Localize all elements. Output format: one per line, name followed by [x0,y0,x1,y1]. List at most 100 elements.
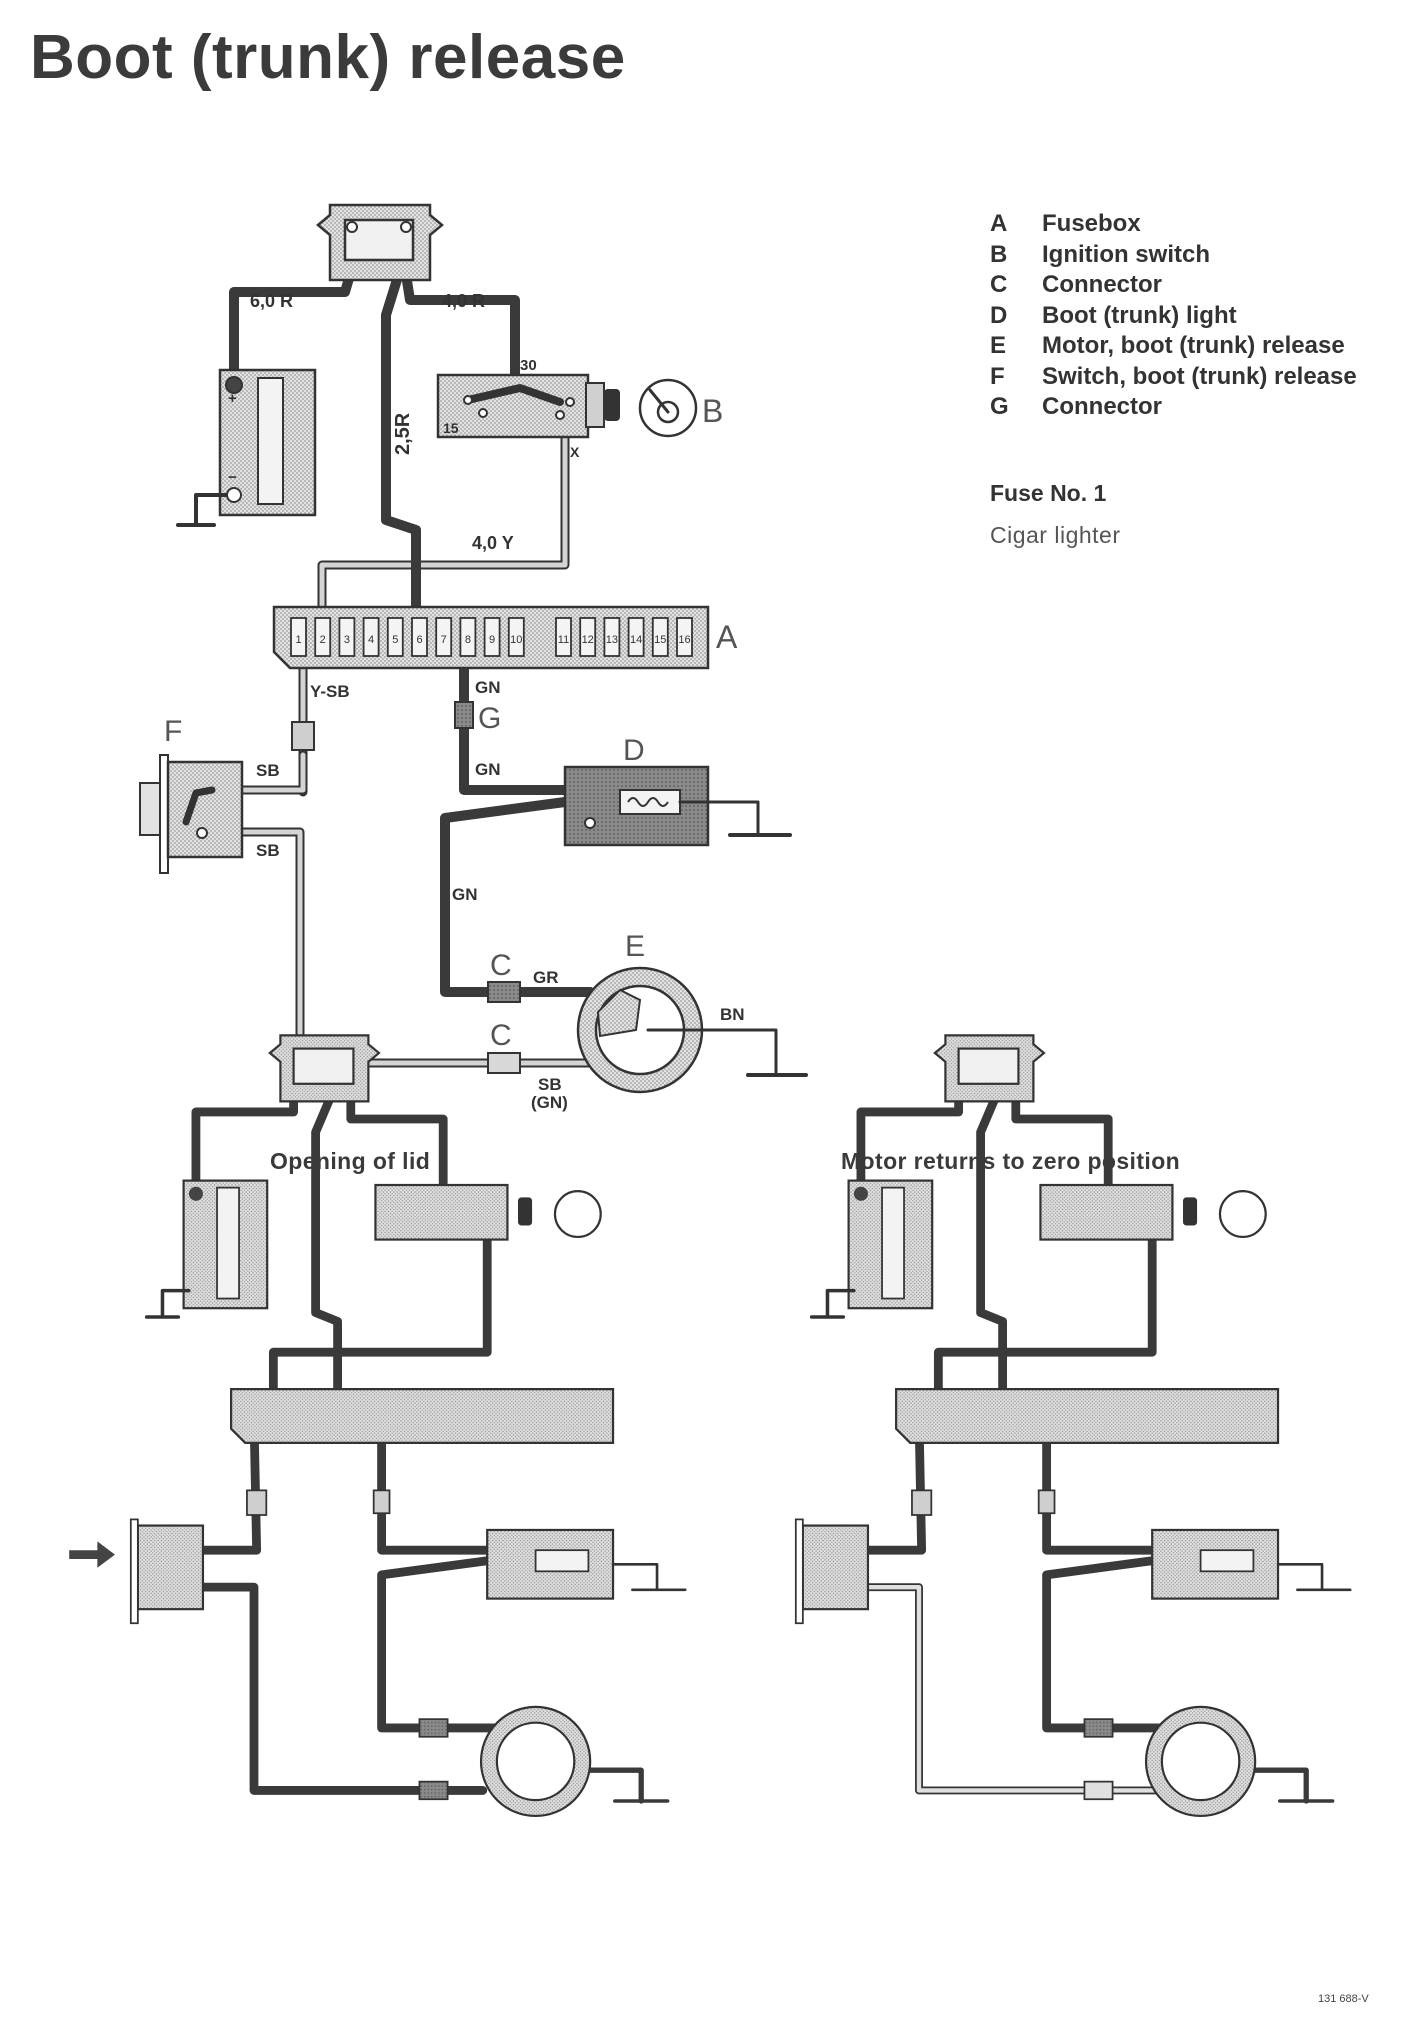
wire [191,1086,298,1194]
caption-opening-of-lid: Opening of lid [270,1148,431,1174]
fuse-number-label: 3 [344,634,350,646]
ignition-terminal [478,408,488,418]
motor-e: E C C G [478,702,808,1094]
diagram-return [794,1034,1352,1818]
fuse-slot [507,617,525,657]
legend-label: Boot (trunk) light [1042,301,1237,329]
fuse-slot [676,617,693,657]
fuse-slot [338,617,356,657]
junction-block [316,203,444,282]
wire-4r [400,263,520,395]
motor-ground [646,1028,778,1077]
label-d: D [623,734,645,767]
wire-label-bn: BN [720,1005,745,1024]
fusebox-body [895,1388,1280,1444]
wire-label-sb3: SB [538,1075,562,1094]
legend-label: Fusebox [1042,210,1141,237]
boot-light-ground [611,1562,687,1592]
fuse-slot [579,617,597,657]
ignition-terminal [565,397,575,407]
fuse-slot [651,617,669,657]
motor-contact [596,988,642,1038]
motor-center [1160,1721,1241,1802]
boot-light-d: D [563,734,792,847]
switch-flange [794,1518,804,1625]
fuse-number-label: 10 [510,634,522,646]
switch-flange [129,1518,139,1625]
switch-body [166,760,244,859]
fuse-number-label: 2 [320,634,326,646]
label-b: B [702,393,723,429]
legend-label: Ignition switch [1042,240,1210,268]
terminal-30: 30 [520,357,537,374]
battery-cell [881,1186,905,1300]
ignition-key [604,389,620,421]
legend-row: F Switch, boot (trunk) release [990,363,1357,394]
fuse-slot [627,617,645,657]
fuse-slot [314,617,332,657]
wire-label-gn4: (GN) [531,1093,568,1112]
fuse-number-label: 16 [678,634,690,646]
figure-reference: 131 688-V [1318,1993,1369,2005]
fusebox-body [230,1388,615,1444]
junction-plate [957,1047,1020,1085]
legend-label: Motor, boot (trunk) release [1042,332,1345,359]
push-arrow [69,1541,115,1568]
fuse-slot [483,617,501,657]
connector-c-sb [487,1052,521,1074]
battery-cell [216,1186,240,1300]
wire-sb-top-core [239,752,306,793]
connector-c-gr [487,981,521,1003]
wire-label-gn3: GN [452,885,478,904]
label-e: E [625,930,645,963]
ignition-body [436,373,590,439]
wire-label-4y: 4,0 Y [472,533,514,553]
battery-terminal [188,1186,203,1201]
connector [246,1489,268,1516]
legend-key: F [990,362,1005,390]
legend-label: Switch, boot (trunk) release [1042,362,1357,390]
motor-center [495,1721,576,1802]
battery-cell [257,377,284,505]
battery-neg-terminal [226,487,242,503]
ignition-dial [1218,1190,1267,1239]
fuse-slot [603,617,621,657]
boot-light-bulb [534,1549,590,1573]
fuse-number-label: 8 [465,634,471,646]
battery-ground [809,1288,856,1319]
fuse-circuit: Cigar lighter [990,522,1121,548]
ignition-body [1039,1183,1174,1241]
wire-labels: 6,0 R 4,0 R 2,5R 4,0 Y Y-SB GN GN GN SB … [250,291,745,1112]
wire-6r [229,263,357,385]
label-c2: C [490,1019,512,1052]
wire-4y-core [319,433,568,609]
connector [372,1489,391,1515]
terminal-x: X [570,444,580,460]
battery: + − [176,368,317,527]
battery-pos-terminal [225,376,243,394]
wire-sb-bottom-core [239,829,638,1066]
wire-light-core [865,1584,1186,1793]
boot-light-bulb [619,789,681,815]
connector [1037,1489,1056,1515]
ignition-dial-pointer [648,388,670,414]
connector [418,1780,449,1801]
switch-body [801,1524,870,1611]
wire-label-4r: 4,0 R [442,291,485,311]
label-c1: C [490,949,512,982]
diagram-opening [69,1034,687,1818]
legend-key: G [990,393,1009,420]
fuse-number-label: 9 [489,634,495,646]
wire-label-gr: GR [533,968,559,987]
connector-g [454,701,474,729]
fuse-slot [555,617,572,657]
fuse-number-label: 1 [295,634,301,646]
wire [346,1086,448,1194]
